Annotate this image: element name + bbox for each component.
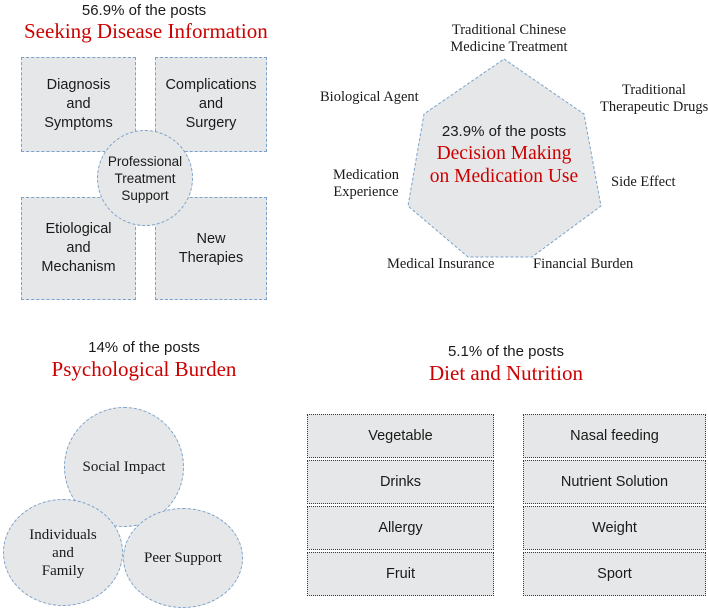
heptagon-label-medical-insurance: Medical Insurance — [387, 256, 495, 272]
box-line: Therapies — [178, 249, 244, 266]
center-circle-label: Professional Treatment Support — [108, 153, 182, 204]
box-label: Diagnosis and Symptoms — [44, 76, 113, 133]
circle-label: Social Impact — [82, 459, 166, 475]
circle-label: Individuals and Family — [29, 526, 97, 580]
box-line: New — [196, 230, 226, 247]
box-line: Symptoms — [44, 115, 113, 131]
heptagon-label-biological-agent: Biological Agent — [320, 89, 419, 105]
heptagon-label-financial-burden: Financial Burden — [533, 256, 634, 272]
heptagon-label-traditional-chinese-medicine-treatment: Traditional Chinese Medicine Treatment — [444, 22, 574, 56]
heptagon-label-traditional-therapeutic-drugs: Traditional Therapeutic Drugs — [600, 82, 708, 116]
diet-box-nasal-feeding: Nasal feeding — [523, 414, 706, 458]
box-etiological-and-mechanism: Etiological and Mechanism — [21, 197, 136, 300]
circle-line: Individuals — [29, 526, 97, 543]
diet-box-drinks: Drinks — [307, 460, 494, 504]
label-line: Traditional — [622, 82, 686, 98]
decision-section-title-line2: on Medication Use — [429, 166, 579, 187]
box-line: Surgery — [185, 115, 237, 131]
decision-percent-label: 23.9% of the posts — [441, 123, 567, 140]
diet-box-weight: Weight — [523, 506, 706, 550]
box-line: and — [66, 240, 91, 256]
box-line: and — [198, 96, 224, 112]
box-label: New Therapies — [179, 230, 243, 268]
center-line: Treatment — [114, 170, 176, 186]
box-line: and — [66, 96, 91, 112]
box-line: Mechanism — [41, 259, 116, 275]
box-diagnosis-and-symptoms: Diagnosis and Symptoms — [21, 57, 136, 152]
label-line: Medication — [332, 167, 400, 183]
box-line: Etiological — [45, 221, 112, 237]
circle-line: and — [52, 544, 74, 561]
psychological-percent-label: 14% of the posts — [88, 339, 200, 356]
diet-box-fruit: Fruit — [307, 552, 494, 596]
label-line: Experience — [333, 184, 399, 200]
heptagon-label-medication-experience: Medication Experience — [327, 167, 405, 201]
circle-peer-support: Peer Support — [123, 508, 243, 608]
psychological-section-title: Psychological Burden — [51, 357, 237, 381]
box-label: Complications and Surgery — [165, 76, 256, 133]
label-line: Therapeutic Drugs — [600, 99, 708, 115]
heptagon-label-side-effect: Side Effect — [611, 174, 676, 190]
diet-section-title: Diet and Nutrition — [429, 361, 583, 385]
label-line: Medicine Treatment — [450, 39, 568, 55]
diet-percent-label: 5.1% of the posts — [448, 343, 564, 360]
box-line: Complications — [165, 77, 257, 93]
seeking-percent-label: 56.9% of the posts — [81, 2, 207, 19]
center-line: Support — [121, 187, 169, 203]
heptagon-center-text: 23.9% of the posts Decision Making on Me… — [404, 122, 604, 188]
center-circle-professional-treatment-support: Professional Treatment Support — [97, 130, 193, 226]
circle-individuals-and-family: Individuals and Family — [3, 499, 123, 606]
circle-line: Family — [41, 562, 85, 579]
box-complications-and-surgery: Complications and Surgery — [155, 57, 267, 152]
box-line: Diagnosis — [46, 77, 111, 93]
center-line: Professional — [107, 153, 183, 169]
diet-box-sport: Sport — [523, 552, 706, 596]
heptagon-shape — [407, 58, 602, 258]
decision-section-title-line1: Decision Making — [436, 143, 572, 164]
seeking-section-title: Seeking Disease Information — [24, 19, 268, 43]
diet-box-nutrient-solution: Nutrient Solution — [523, 460, 706, 504]
box-label: Etiological and Mechanism — [41, 220, 115, 277]
diet-box-allergy: Allergy — [307, 506, 494, 550]
diet-box-vegetable: Vegetable — [307, 414, 494, 458]
circle-label: Peer Support — [144, 550, 222, 566]
label-line: Traditional Chinese — [451, 22, 567, 38]
